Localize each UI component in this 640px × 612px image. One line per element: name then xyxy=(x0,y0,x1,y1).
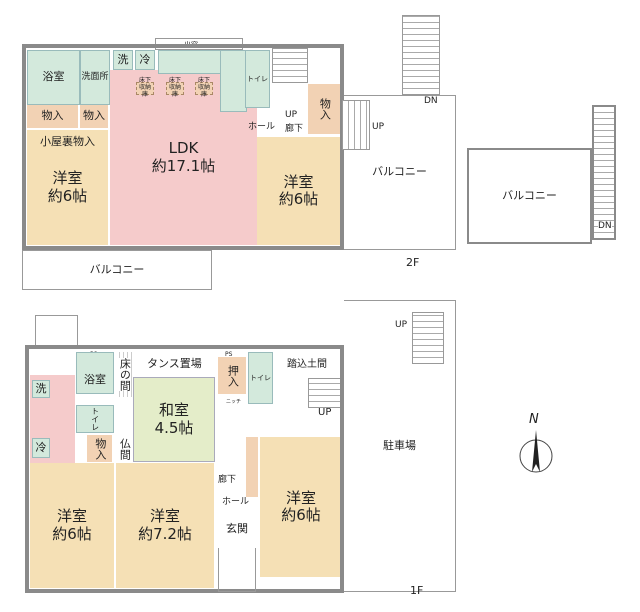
toilet-label: トイレ xyxy=(90,407,100,431)
back-door-porch xyxy=(35,315,78,347)
fridge-space-2f: 冷 xyxy=(135,50,155,70)
genkan: 玄関 xyxy=(218,512,256,546)
room-size: 約7.2帖 xyxy=(138,524,192,543)
tokonoma-label: 床の間 xyxy=(117,358,132,391)
washitsu: 和室 4.5帖 xyxy=(133,377,215,462)
balcony-2f-right: バルコニー xyxy=(344,95,456,250)
up-label: UP xyxy=(372,122,385,132)
corridor-label: 廊下 xyxy=(285,124,304,134)
compass-icon xyxy=(519,430,553,473)
fridge-space-1f: 冷 xyxy=(32,438,50,458)
oshiire-label: 押入 xyxy=(226,364,240,387)
western-room-1f-middle: 洋室 約7.2帖 xyxy=(116,463,214,588)
wardrobe-space-label: タンス置場 xyxy=(147,357,202,370)
niche-label: ニッチ xyxy=(226,399,242,405)
fridge-label: 冷 xyxy=(35,440,47,454)
staircase-2f xyxy=(272,48,308,83)
storage-label: 物入 xyxy=(83,109,105,123)
bath-1f: 浴室 xyxy=(76,352,114,394)
storage-label: 物入 xyxy=(318,98,332,120)
floor-label-2f: 2F xyxy=(406,256,420,269)
room-name: 洋室 xyxy=(149,507,180,526)
butsuma-label: 仏間 xyxy=(118,437,132,460)
storage-2f-1: 物入 xyxy=(27,105,78,128)
room-size: 約17.1帖 xyxy=(151,156,216,175)
north-label: N xyxy=(529,412,539,427)
staircase-1f xyxy=(308,378,342,408)
storage-2f-2: 物入 xyxy=(80,105,108,128)
room-name: 洋室 xyxy=(56,507,87,526)
tokonoma: 床の間 xyxy=(116,352,132,397)
toilet-1f-right: トイレ xyxy=(248,352,273,404)
washer-space-2f: 洗 xyxy=(113,50,133,70)
washer-label: 洗 xyxy=(117,52,129,66)
balcony-label: バルコニー xyxy=(372,165,427,179)
room-size: 約6帖 xyxy=(52,524,92,543)
exterior-stairs-far xyxy=(592,105,616,240)
storage-1f: 物入 xyxy=(87,435,112,462)
room-size: 約6帖 xyxy=(281,506,321,524)
room-name: 洋室 xyxy=(285,488,316,507)
genkan-label: 玄関 xyxy=(226,521,248,535)
dn-label: DN xyxy=(598,221,612,231)
corridor-label: 廊下 xyxy=(218,475,237,485)
parking: 駐車場 xyxy=(344,300,456,592)
bath-2f: 浴室 xyxy=(27,50,80,105)
storage-label: 物入 xyxy=(93,437,107,460)
toilet-label: トイレ xyxy=(250,373,271,382)
exterior-stairs-1f xyxy=(412,312,444,364)
balcony-label: バルコニー xyxy=(89,262,145,276)
hall-label: ホール xyxy=(222,497,250,507)
attic-storage-label: 小屋裏物入 xyxy=(40,135,95,148)
exterior-stairs-2f xyxy=(402,15,440,95)
stairs-to-balcony xyxy=(342,100,370,150)
washroom-label: 洗面所 xyxy=(81,72,109,83)
western-room-1f-left: 洋室 約6帖 xyxy=(30,463,114,588)
butsuma: 仏間 xyxy=(116,435,132,462)
exterior-wall-2f xyxy=(22,44,344,250)
storage-label: 物入 xyxy=(41,109,64,123)
room-name: 洋室 xyxy=(52,169,83,188)
bath-label: 浴室 xyxy=(84,372,106,386)
parking-label: 駐車場 xyxy=(383,438,416,452)
bath-label: 浴室 xyxy=(42,70,65,84)
western-room-1f-right: 洋室 約6帖 xyxy=(260,437,342,577)
fridge-label: 冷 xyxy=(139,52,151,66)
compass: N xyxy=(512,412,560,474)
room-name: 洋室 xyxy=(283,172,314,191)
balcony-2f-bottom: バルコニー xyxy=(22,250,212,290)
room-name: 和室 xyxy=(158,401,189,420)
floor-label-1f: 1F xyxy=(410,584,424,597)
washer-label: 洗 xyxy=(35,381,47,395)
balcony-far: バルコニー xyxy=(467,148,592,244)
entrance-porch xyxy=(218,548,256,592)
up-label: UP xyxy=(395,320,408,330)
toilet-2f: トイレ xyxy=(245,50,270,108)
storage-2f-3: 物入 xyxy=(308,84,340,134)
oshiire: 押入 xyxy=(218,357,246,394)
room-name: LDK xyxy=(168,139,199,158)
dn-label: DN xyxy=(424,96,438,106)
exterior-wall-1f xyxy=(25,345,344,593)
ps-label: PS xyxy=(225,351,233,358)
washer-space-1f: 洗 xyxy=(32,380,50,398)
entry-floor-label: 踏込土間 xyxy=(287,359,327,370)
room-size: 4.5帖 xyxy=(154,418,194,437)
washroom-2f: 洗面所 xyxy=(80,50,110,105)
up-label: UP xyxy=(285,110,298,120)
room-size: 約6帖 xyxy=(47,186,88,205)
western-room-2f-right: 洋室 約6帖 xyxy=(257,137,340,245)
toilet-label: トイレ xyxy=(247,74,268,83)
room-size: 約6帖 xyxy=(278,190,319,208)
up-label: UP xyxy=(318,407,332,418)
western-room-2f-left: 小屋裏物入 洋室 約6帖 xyxy=(27,130,108,245)
toilet-1f-left: トイレ xyxy=(76,405,114,433)
balcony-label: バルコニー xyxy=(502,188,557,202)
kitchen-counter xyxy=(158,50,225,74)
kitchen-sink xyxy=(220,50,247,112)
shoe-storage xyxy=(246,437,258,497)
hall-label: ホール xyxy=(248,122,276,132)
